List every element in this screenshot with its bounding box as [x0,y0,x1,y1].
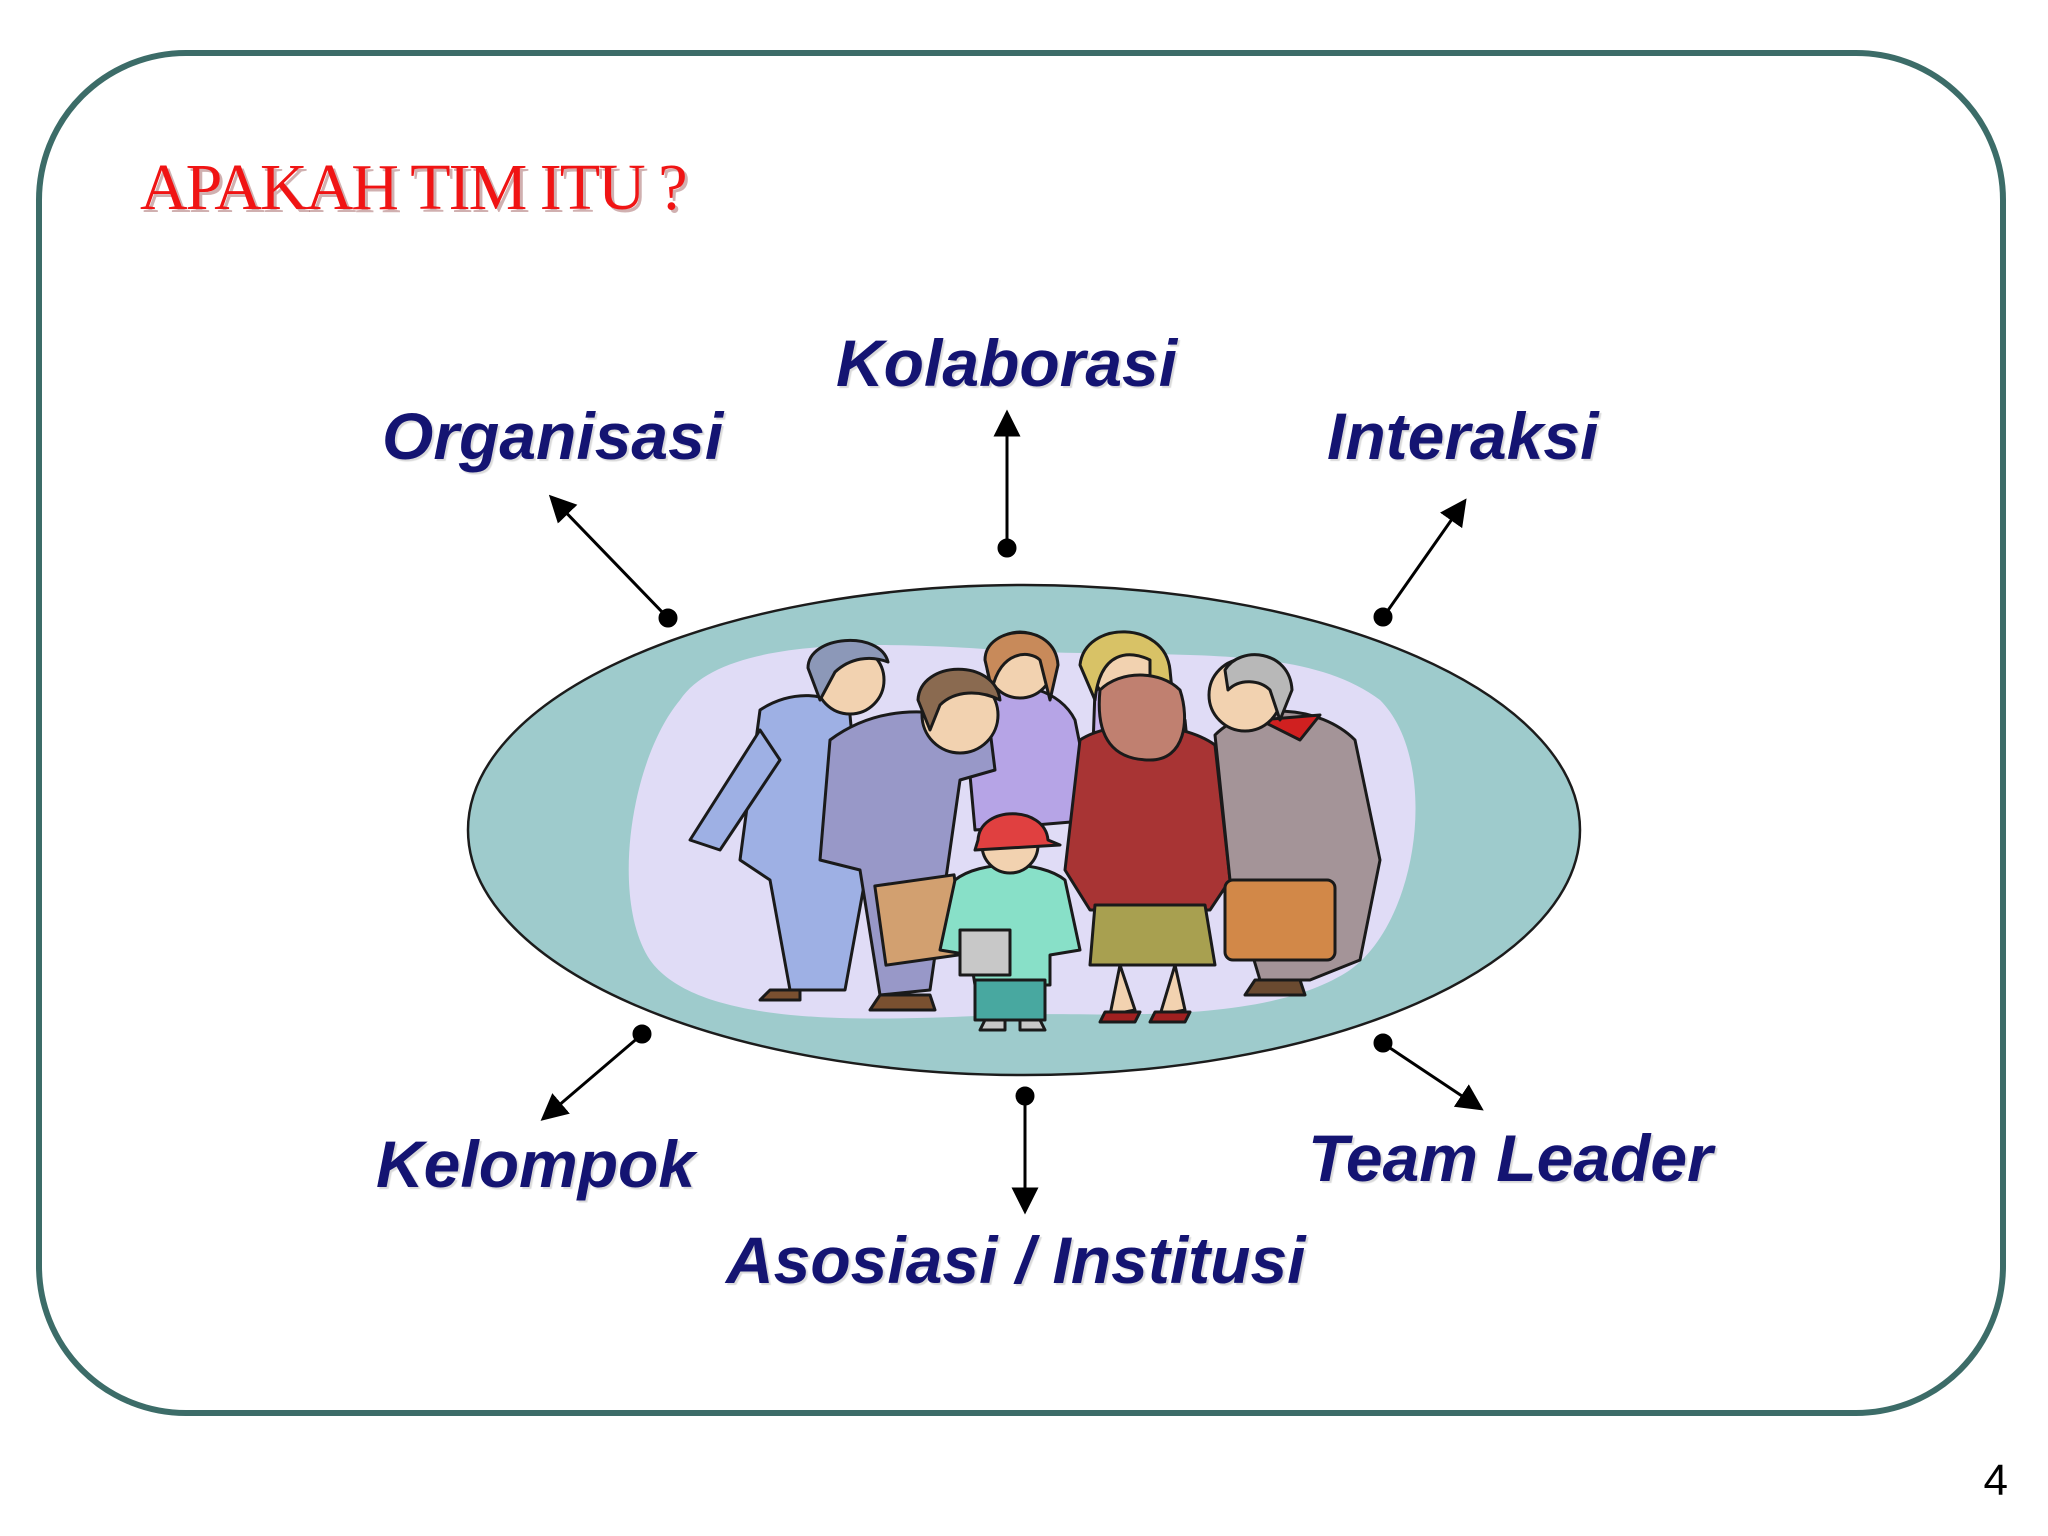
connector-arrows [540,409,1484,1215]
term-asosiasi-institusi: Asosiasi / Institusi [726,1223,1306,1297]
term-team-leader: Team Leader [1308,1121,1713,1195]
arrow-organisasi [548,494,668,618]
slide-title: APAKAH TIM ITU ? [140,151,687,224]
page-number: 4 [1983,1456,2008,1505]
team-of-people-clipart-icon [688,630,1382,1032]
term-kelompok: Kelompok [376,1127,696,1201]
term-kolaborasi: Kolaborasi [836,326,1178,400]
term-organisasi: Organisasi [382,399,724,473]
term-interaksi: Interaksi [1327,399,1599,473]
arrow-team-leader [1383,1042,1484,1111]
arrow-kelompok [540,1034,641,1121]
arrow-interaksi [1382,498,1467,617]
